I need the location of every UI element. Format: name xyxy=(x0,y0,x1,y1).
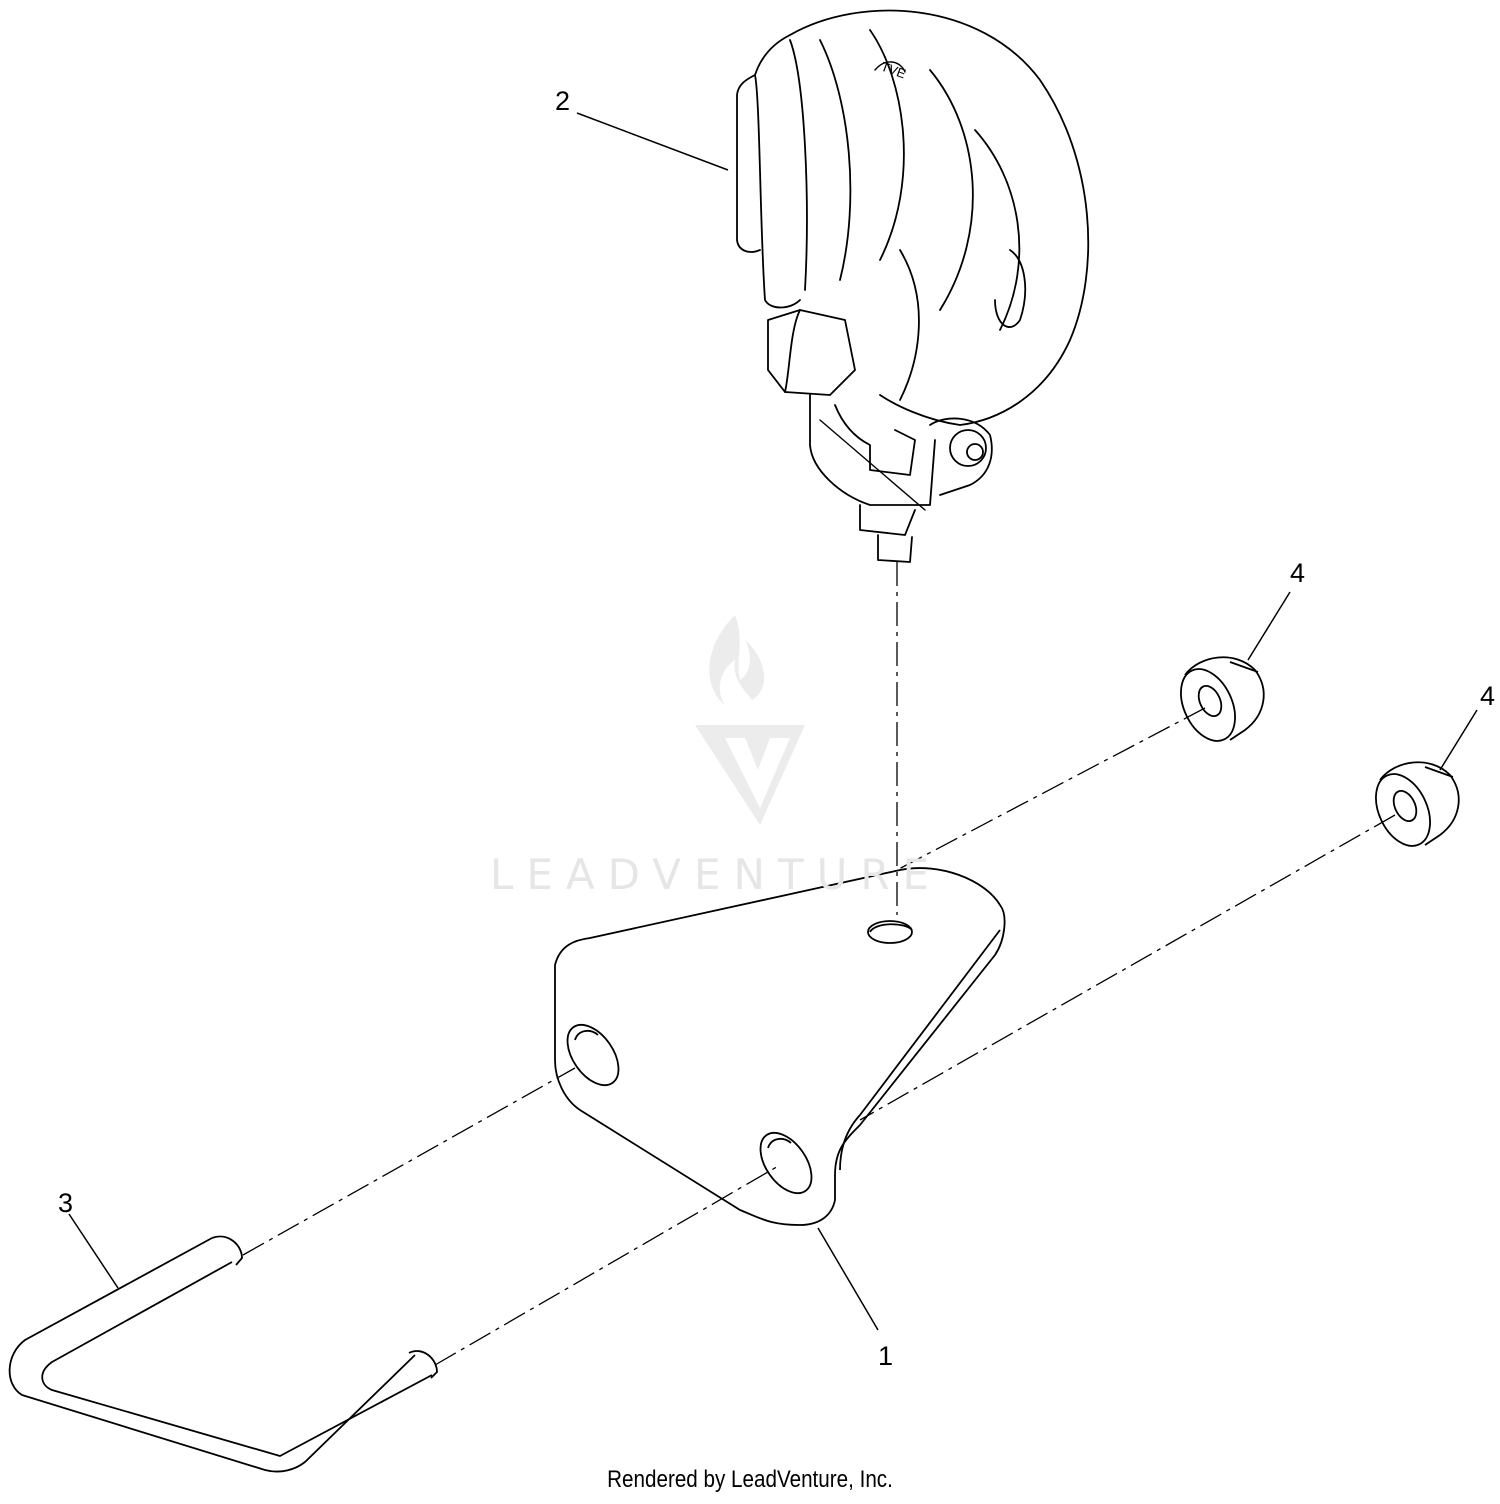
callout-part-4-upper: 4 xyxy=(1290,558,1306,588)
flange-nut-upper xyxy=(1180,656,1265,742)
callout-part-4-lower: 4 xyxy=(1480,681,1496,711)
render-credit: Rendered by LeadVenture, Inc. xyxy=(607,1466,893,1493)
u-bolt xyxy=(8,1235,438,1473)
flange-nut-lower xyxy=(1375,761,1460,847)
watermark-text: LEADVENTURE xyxy=(490,850,943,899)
leadventure-logo xyxy=(695,615,805,825)
mounting-bracket xyxy=(554,867,1006,1226)
callout-part-3: 3 xyxy=(58,1188,74,1218)
work-lamp xyxy=(736,9,1090,563)
callout-part-1: 1 xyxy=(878,1341,894,1371)
callout-part-2: 2 xyxy=(555,86,571,116)
callout-leaders xyxy=(68,112,1478,1331)
